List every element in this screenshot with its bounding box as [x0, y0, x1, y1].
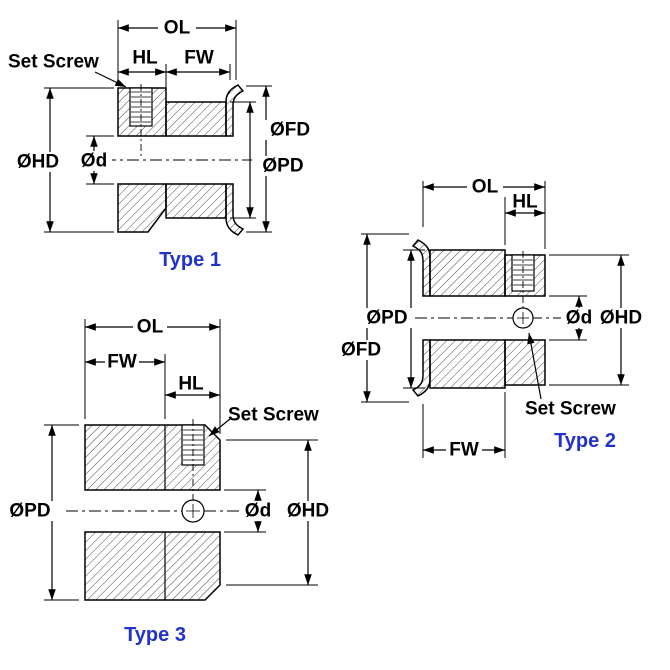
type1-dim-label-d: Ød [81, 151, 107, 172]
type2-dim-label-fd: ØFD [341, 340, 381, 361]
type2-caption: Type 2 [554, 430, 616, 452]
type2-dim-label-hd: ØHD [600, 308, 642, 329]
type3-dim-label-hd: ØHD [287, 501, 329, 522]
type1-dim-label-fd: ØFD [270, 120, 310, 141]
type1-dim-label-ol: OL [164, 18, 191, 39]
type1-dim-label-pd: ØPD [262, 156, 303, 177]
type3-dim-label-ol: OL [137, 317, 164, 338]
type2-pulley-body [411, 239, 563, 397]
type3-set-screw-leader [208, 418, 231, 437]
type2-drawing: OL HL ØPD ØFD Ød ØHD FW Set Screw Type 2 [335, 177, 649, 461]
type3-dim-label-fw: FW [107, 352, 137, 373]
type2-dim-label-ol: OL [472, 177, 499, 198]
type2-set-screw-label: Set Screw [525, 399, 616, 420]
type2-dim-label-hl: HL [512, 192, 538, 213]
type3-dim-label-pd: ØPD [9, 501, 50, 522]
type2-set-screw [511, 251, 535, 329]
type2-dim-label-fw: FW [449, 440, 479, 461]
type1-set-screw-label: Set Screw [8, 52, 99, 73]
type3-pulley-body [66, 424, 240, 601]
type3-dim-label-d: Ød [245, 501, 271, 522]
type3-caption: Type 3 [124, 624, 186, 646]
type1-caption: Type 1 [159, 249, 221, 271]
type1-dim-label-hl: HL [132, 48, 158, 69]
type2-dim-label-d: Ød [566, 308, 592, 329]
type3-dim-label-hl: HL [178, 374, 204, 395]
type1-dim-label-hd: ØHD [17, 152, 59, 173]
type1-dimensions: OL HL FW Set Screw ØHD Ød ØFD ØPD [8, 18, 318, 233]
type2-dimensions: OL HL ØPD ØFD Ød ØHD FW Set Screw [335, 177, 649, 461]
type3-set-screw-label: Set Screw [228, 405, 319, 426]
type2-dim-label-pd: ØPD [366, 308, 407, 329]
type1-set-screw [129, 84, 153, 158]
type3-drawing: OL FW HL Set Screw ØPD Ød ØHD Type 3 [3, 317, 336, 646]
type3-dimensions: OL FW HL Set Screw ØPD Ød ØHD [3, 317, 336, 601]
type2-set-screw-leader [527, 332, 542, 400]
type1-drawing: OL HL FW Set Screw ØHD Ød ØFD ØPD Type 1 [8, 18, 318, 271]
type1-set-screw-leader [94, 71, 127, 88]
type1-pulley-body [104, 84, 252, 236]
type1-dim-label-fw: FW [184, 48, 214, 69]
type3-set-screw [181, 419, 205, 523]
